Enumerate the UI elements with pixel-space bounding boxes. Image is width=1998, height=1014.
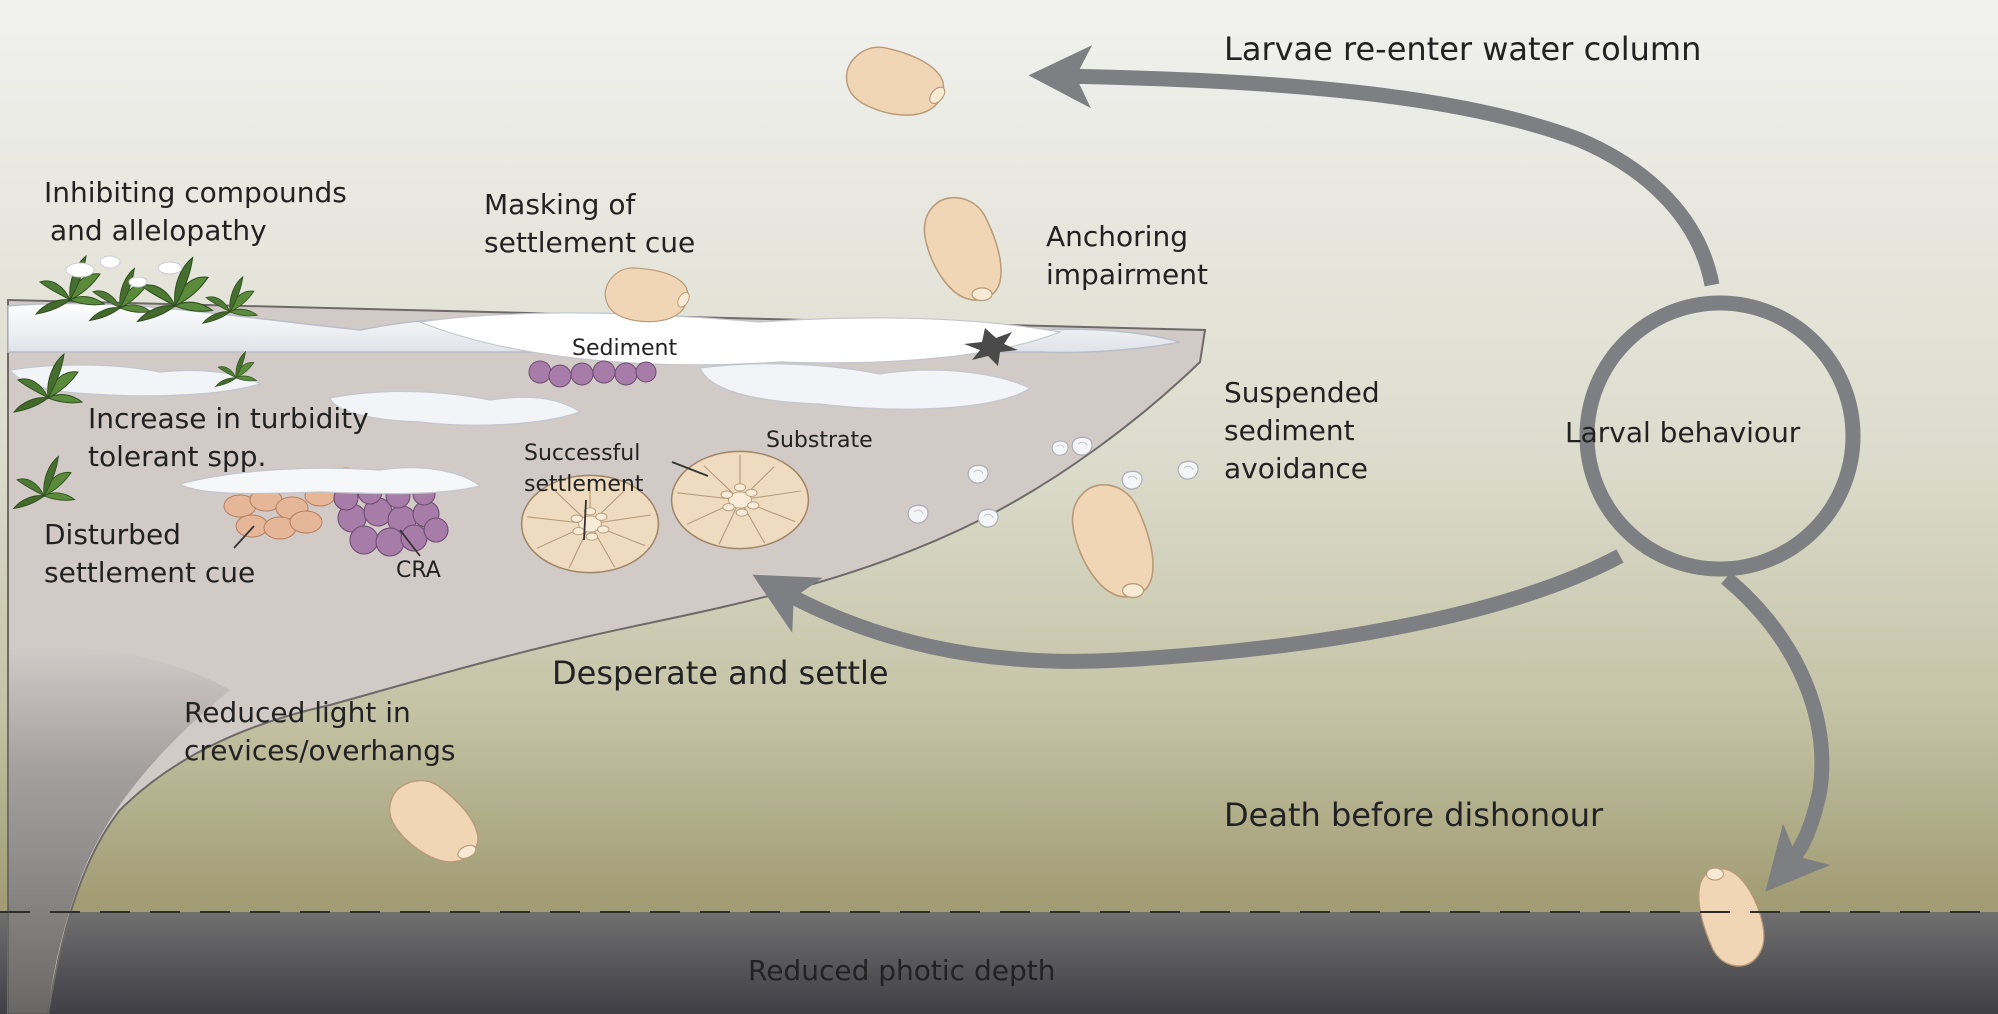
label-successful-1: Successful bbox=[524, 441, 640, 468]
label-cra: CRA bbox=[396, 558, 441, 585]
label-inhibiting-2: and allelopathy bbox=[50, 214, 267, 248]
label-suspended-2: sediment bbox=[1224, 414, 1355, 448]
label-suspended-3: avoidance bbox=[1224, 452, 1368, 486]
label-disturbed-2: settlement cue bbox=[44, 556, 255, 590]
label-substrate: Substrate bbox=[766, 428, 873, 455]
sediment-grain-icon bbox=[978, 509, 998, 527]
label-death: Death before dishonour bbox=[1224, 796, 1603, 835]
label-photic: Reduced photic depth bbox=[748, 954, 1055, 988]
label-re-enter: Larvae re-enter water column bbox=[1224, 30, 1701, 69]
label-anchoring-1: Anchoring bbox=[1046, 220, 1188, 254]
label-desperate: Desperate and settle bbox=[552, 654, 889, 693]
sediment-grain-icon bbox=[1122, 471, 1142, 489]
sediment-grain-icon bbox=[908, 505, 928, 523]
label-turbidity-1: Increase in turbidity bbox=[88, 402, 369, 436]
label-sediment: Sediment bbox=[572, 336, 677, 363]
sediment-grain-icon bbox=[1052, 441, 1068, 455]
sediment-grain-icon bbox=[1072, 437, 1092, 455]
label-successful-2: settlement bbox=[524, 472, 643, 499]
label-disturbed-1: Disturbed bbox=[44, 518, 181, 552]
label-anchoring-2: impairment bbox=[1046, 258, 1208, 292]
label-reduced-light-2: crevices/overhangs bbox=[184, 734, 455, 768]
label-masking-1: Masking of bbox=[484, 188, 635, 222]
sediment-grain-icon bbox=[1178, 461, 1198, 479]
label-masking-2: settlement cue bbox=[484, 226, 695, 260]
coral-recruit-icon bbox=[672, 451, 809, 548]
label-larval-behaviour: Larval behaviour bbox=[1565, 416, 1800, 450]
label-inhibiting-1: Inhibiting compounds bbox=[44, 176, 347, 210]
sediment-grain-icon bbox=[968, 465, 988, 483]
label-suspended-1: Suspended bbox=[1224, 376, 1380, 410]
label-reduced-light-1: Reduced light in bbox=[184, 696, 411, 730]
label-turbidity-2: tolerant spp. bbox=[88, 440, 266, 474]
